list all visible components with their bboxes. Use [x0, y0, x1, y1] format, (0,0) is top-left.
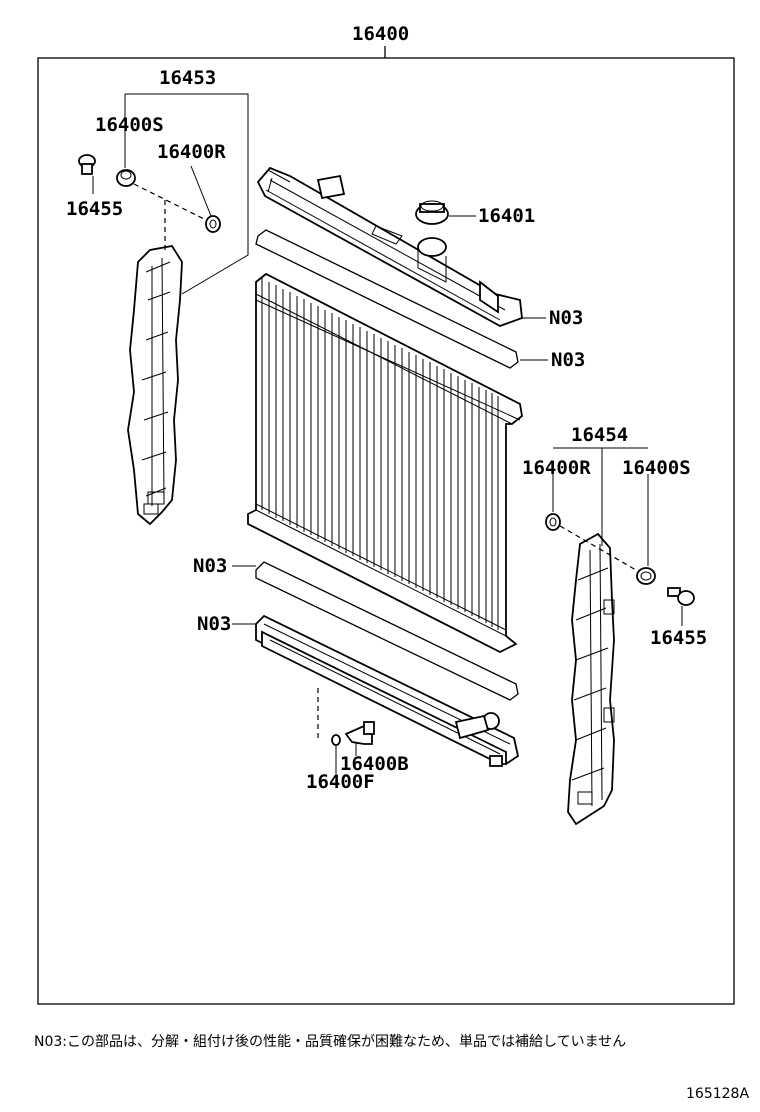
- left-cushion-s: [116, 169, 136, 187]
- label-n03-c: N03: [193, 555, 227, 577]
- label-16453: 16453: [159, 67, 216, 89]
- left-radiator-support: [127, 245, 183, 526]
- assembly-frame: [37, 57, 735, 1005]
- right-cushion-s: [636, 567, 656, 585]
- label-16401: 16401: [478, 205, 535, 227]
- label-16455-right: 16455: [650, 627, 707, 649]
- right-cushion-r: [545, 513, 561, 531]
- label-16455-left: 16455: [66, 198, 123, 220]
- label-16400r-right: 16400R: [522, 457, 591, 479]
- right-bolt: [667, 587, 695, 606]
- radiator-core: [247, 272, 523, 654]
- left-bolt-axis: [133, 183, 207, 221]
- leader-16453: [124, 93, 249, 295]
- label-16454: 16454: [571, 424, 628, 446]
- drain-cock-gasket: [331, 734, 341, 746]
- label-16400b: 16400B: [340, 753, 409, 775]
- label-16400r-left: 16400R: [157, 141, 226, 163]
- leader-16400r-left: [190, 165, 212, 217]
- upper-tank-gasket: [255, 229, 519, 369]
- left-bolt: [78, 154, 96, 175]
- drain-cock: [344, 721, 375, 745]
- right-bolt-axis: [559, 525, 637, 571]
- label-16400: 16400: [352, 23, 409, 45]
- label-16400f: 16400F: [306, 771, 375, 793]
- footnote: N03:この部品は、分解・組付け後の性能・品質確保が困難なため、単品では補給して…: [34, 1034, 626, 1050]
- right-radiator-support: [567, 532, 615, 826]
- radiator-cap: [415, 200, 449, 225]
- lower-tank: [255, 614, 520, 767]
- label-16400s-left: 16400S: [95, 114, 164, 136]
- left-cushion-r: [205, 215, 221, 233]
- upper-tank: [256, 166, 523, 327]
- label-16400s-right: 16400S: [622, 457, 691, 479]
- leader-16454: [553, 447, 648, 546]
- drawing-code: 165128A: [686, 1086, 749, 1102]
- label-n03-d: N03: [197, 613, 231, 635]
- lower-tank-gasket: [255, 561, 519, 701]
- label-n03-b: N03: [551, 349, 585, 371]
- label-n03-a: N03: [549, 307, 583, 329]
